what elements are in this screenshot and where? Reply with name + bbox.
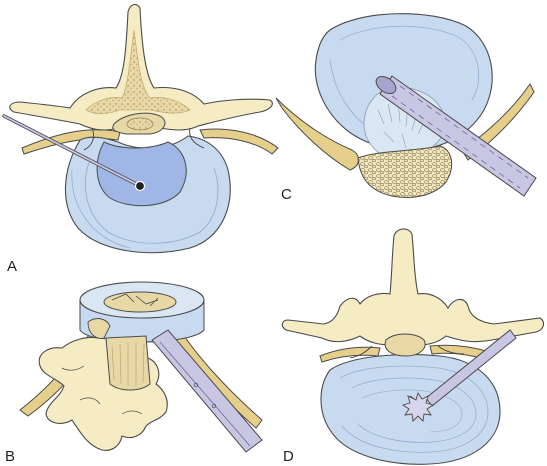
panel-a-nucleus — [96, 141, 187, 207]
panel-label-b: B — [5, 448, 16, 465]
panel-a-lamina — [9, 3, 273, 131]
panel-c-disc-ring — [339, 25, 480, 101]
panel-a-nerve-root — [189, 127, 205, 149]
panel-c-cannula — [375, 75, 537, 197]
panel-a-disc-ring — [84, 159, 219, 244]
panel-b-vertebra — [38, 336, 168, 451]
panel-b-pedicle-texture — [111, 342, 145, 386]
panel-a-needle-shaft — [3, 115, 141, 187]
panel-a-needle-tip — [134, 180, 146, 192]
panel-a-spongy-bone — [85, 29, 191, 115]
panel-b-instrument — [151, 329, 263, 453]
panel-b-facet-left — [87, 318, 111, 339]
panel-a-disc-ring — [71, 169, 131, 249]
panel-a-ligament-left — [21, 129, 121, 155]
panel-a-spinal-cord — [126, 117, 154, 131]
panel-c-illustration — [275, 13, 537, 198]
panel-c-fibers — [377, 101, 427, 149]
panel-d-probe — [401, 329, 517, 422]
panel-b-contour-lines — [61, 365, 143, 415]
panel-a-illustration — [2, 3, 279, 254]
panel-b-nucleus-cavity — [103, 291, 177, 313]
panel-a-ligament-right — [199, 128, 279, 155]
panel-b-disc-fragments — [111, 293, 159, 307]
panel-c-lamina — [357, 145, 453, 198]
panel-a-nerve-root — [83, 127, 95, 151]
panel-d-laser-burst — [401, 391, 435, 422]
panel-d-disc-ring — [339, 365, 489, 453]
panel-d-spinal-canal — [384, 333, 426, 357]
panel-b-illustration — [19, 281, 263, 453]
panel-d-nerve-roots — [349, 345, 465, 359]
panel-d-disc-ring — [351, 377, 477, 443]
panel-label-c: C — [281, 186, 292, 203]
panel-d-illustration — [281, 228, 545, 465]
panel-d-disc-ring — [361, 389, 463, 433]
panel-label-d: D — [283, 448, 294, 465]
panel-label-a: A — [7, 258, 18, 275]
panel-d-lamina — [281, 228, 545, 346]
